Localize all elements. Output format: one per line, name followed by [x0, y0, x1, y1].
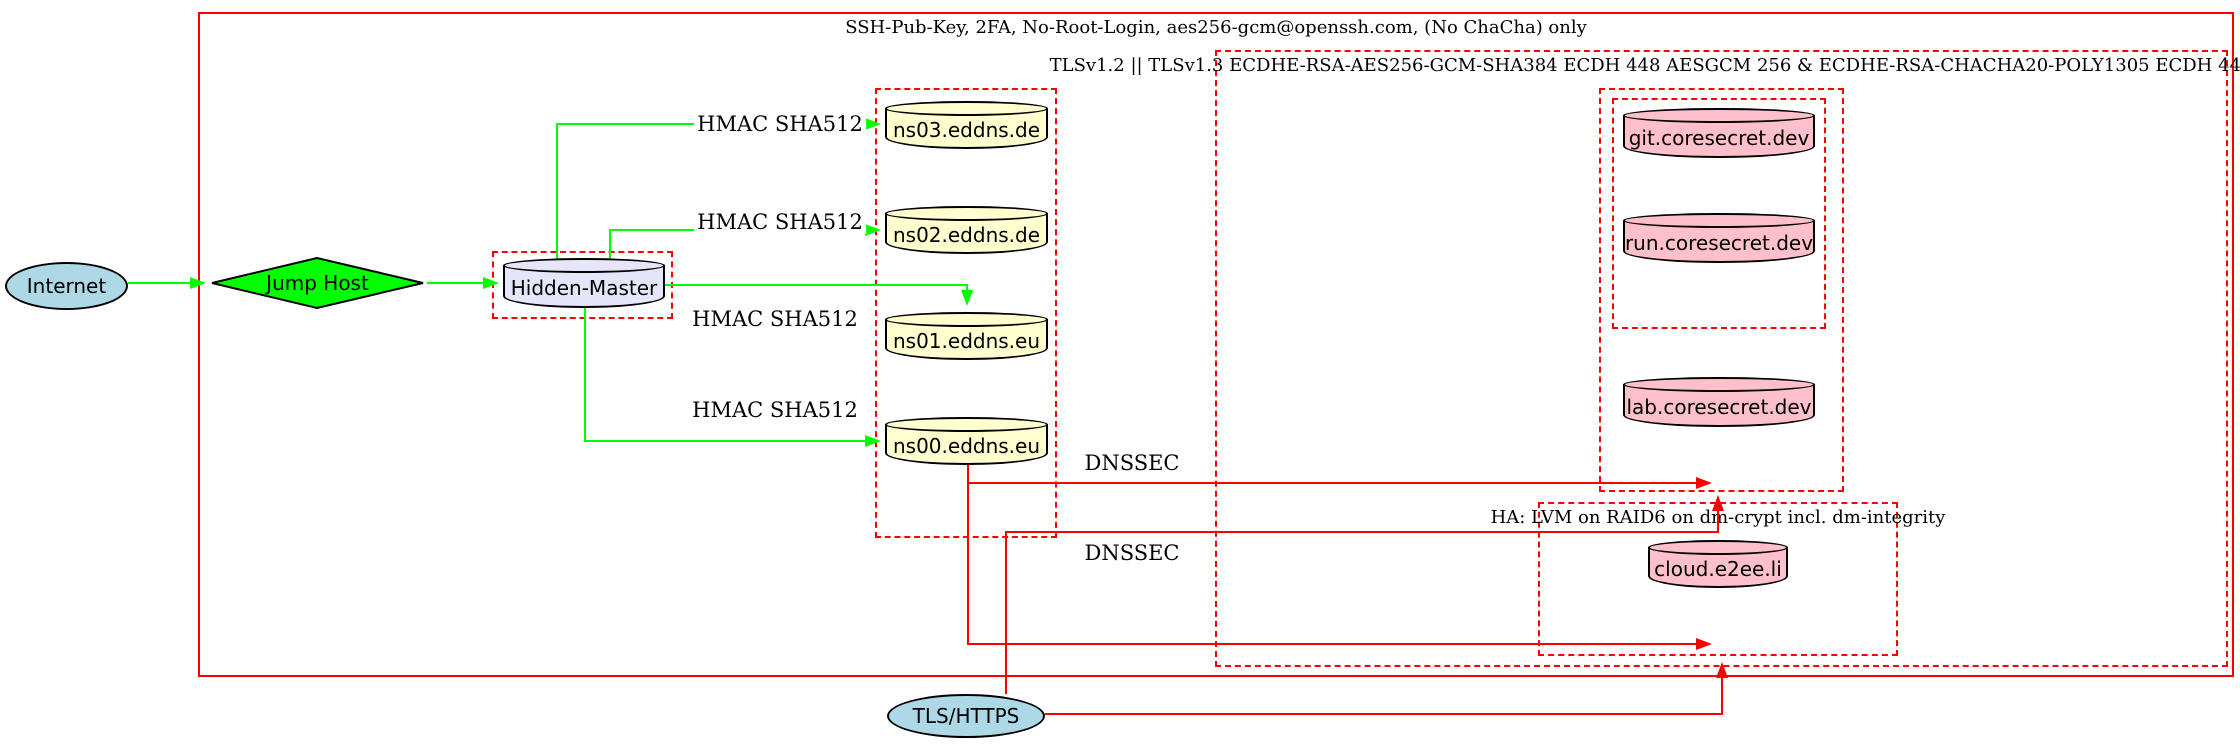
edge-ns00-ha-dnssec — [967, 461, 1712, 650]
cylinder-top — [1623, 377, 1815, 392]
cylinder-top — [1623, 108, 1815, 123]
cylinder-top — [885, 312, 1048, 327]
cluster-nameservers — [875, 88, 1057, 538]
node-run: run.coresecret.dev — [1623, 213, 1815, 263]
node-cloud-label: cloud.e2ee.li — [1654, 557, 1782, 581]
edge-label-hmac-ns01: HMAC SHA512 — [689, 307, 861, 331]
node-lab-label: lab.coresecret.dev — [1626, 395, 1812, 419]
node-run-label: run.coresecret.dev — [1624, 231, 1814, 255]
node-jump-host: Jump Host — [210, 256, 425, 310]
edge-tls-https-coresecret — [1005, 495, 1724, 694]
node-ns00: ns00.eddns.eu — [885, 417, 1048, 465]
node-ns00-label: ns00.eddns.eu — [892, 434, 1041, 458]
edge-ns00-coresecret-dnssec — [967, 461, 1712, 489]
node-tls-https: TLS/HTTPS — [887, 694, 1045, 738]
node-ns03: ns03.eddns.de — [885, 101, 1048, 149]
node-hidden-master: Hidden-Master — [503, 258, 665, 308]
node-internet: Internet — [5, 262, 128, 310]
node-hidden-master-label: Hidden-Master — [510, 276, 658, 300]
edge-hidden-master-ns01 — [665, 284, 973, 306]
node-internet-label: Internet — [26, 274, 107, 298]
edge-hidden-master-ns02 — [609, 224, 881, 260]
cylinder-body — [885, 319, 1048, 360]
cylinder-top — [1623, 213, 1815, 228]
node-ns03-label: ns03.eddns.de — [892, 118, 1041, 142]
cluster-coresecret-outer — [1599, 88, 1844, 492]
node-git-label: git.coresecret.dev — [1628, 126, 1810, 150]
edge-label-dnssec-2: DNSSEC — [1081, 541, 1183, 565]
cluster-ssh: SSH-Pub-Key, 2FA, No-Root-Login, aes256-… — [198, 12, 2234, 677]
edge-hidden-master-ns00 — [584, 306, 881, 447]
cylinder-top — [1648, 540, 1788, 555]
edge-label-dnssec-1: DNSSEC — [1081, 451, 1183, 475]
cylinder-top — [885, 101, 1048, 116]
node-lab: lab.coresecret.dev — [1623, 377, 1815, 427]
edge-label-hmac-ns00: HMAC SHA512 — [689, 398, 861, 422]
node-cloud: cloud.e2ee.li — [1648, 540, 1788, 588]
node-git: git.coresecret.dev — [1623, 108, 1815, 158]
node-ns02-label: ns02.eddns.de — [892, 223, 1041, 247]
cluster-coresecret-inner — [1612, 98, 1826, 329]
node-ns01-label: ns01.eddns.eu — [892, 329, 1041, 353]
cluster-ssh-label: SSH-Pub-Key, 2FA, No-Root-Login, aes256-… — [845, 17, 1587, 38]
cylinder-top — [885, 417, 1048, 432]
node-jump-host-label: Jump Host — [266, 271, 369, 295]
node-tls-https-label: TLS/HTTPS — [912, 704, 1020, 728]
edge-label-hmac-ns03: HMAC SHA512 — [694, 112, 866, 136]
edge-hidden-master-ns03 — [556, 118, 881, 260]
edge-tls-https-ha — [1045, 662, 1728, 715]
diamond-shape — [211, 256, 424, 310]
cylinder-top — [885, 206, 1048, 221]
node-ns02: ns02.eddns.de — [885, 206, 1048, 254]
cylinder-top — [503, 258, 665, 273]
edge-label-hmac-ns02: HMAC SHA512 — [694, 210, 866, 234]
cluster-tls-label: TLSv1.2 || TLSv1.3 ECDHE-RSA-AES256-GCM-… — [1049, 55, 2240, 76]
node-ns01: ns01.eddns.eu — [885, 312, 1048, 360]
